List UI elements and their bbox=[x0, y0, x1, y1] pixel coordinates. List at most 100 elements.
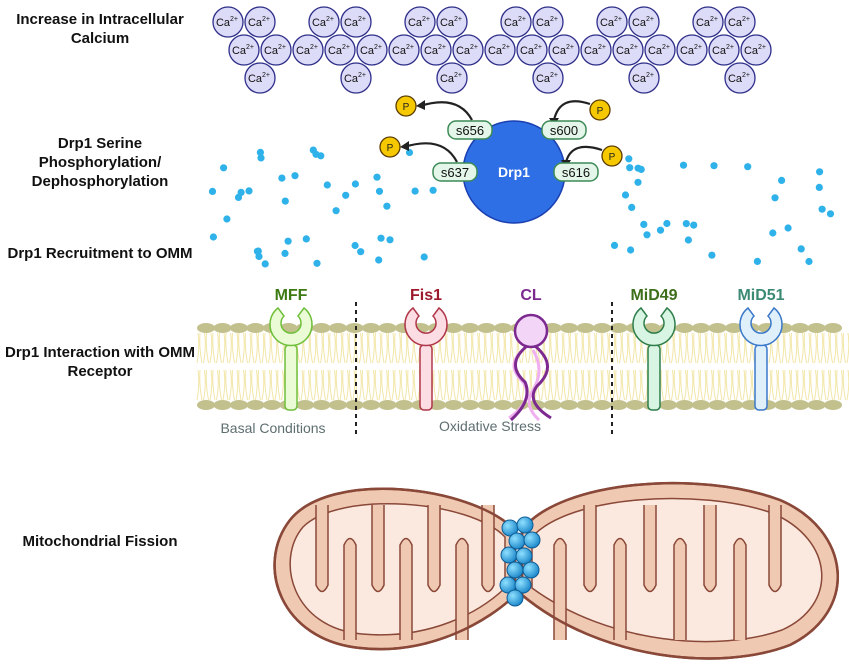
drp1-cytosolic-dots bbox=[208, 146, 835, 268]
lipid-tail bbox=[606, 332, 612, 401]
lipid-tail bbox=[833, 332, 840, 401]
lipid-tail bbox=[255, 332, 261, 401]
lipid-tail bbox=[307, 332, 313, 401]
drp1-dot bbox=[634, 178, 642, 186]
lipid-tail bbox=[710, 332, 716, 401]
step-label-fission: Mitochondrial Fission bbox=[22, 533, 178, 550]
lipid-tail bbox=[456, 332, 463, 401]
lipid-tail bbox=[768, 332, 775, 401]
calcium-ion-circle bbox=[324, 34, 356, 66]
lipid-tail bbox=[209, 332, 216, 401]
lipid-tail bbox=[261, 332, 268, 401]
calcium-ion: Ca2+ bbox=[340, 6, 372, 38]
lipid-head-outer bbox=[345, 323, 364, 333]
lipid-head-inner bbox=[378, 400, 397, 410]
mitochondrion-outline bbox=[273, 487, 517, 651]
receptor-label: CL bbox=[520, 287, 542, 304]
step-label-recruitment: Drp1 Recruitment to OMM bbox=[7, 245, 193, 262]
phosphate-label: P bbox=[403, 102, 410, 113]
lipid-tail bbox=[359, 332, 365, 401]
arrow-icon bbox=[419, 101, 473, 121]
lipid-tail bbox=[632, 332, 638, 401]
lipid-head-inner bbox=[807, 400, 826, 410]
lipid-head-inner bbox=[213, 400, 232, 410]
drp1-dot bbox=[610, 241, 619, 249]
lipid-head-outer bbox=[362, 323, 380, 333]
drp1-dot bbox=[313, 259, 321, 267]
lipid-tail bbox=[794, 332, 801, 401]
lipid-head-inner bbox=[477, 400, 496, 410]
lipid-head-inner bbox=[444, 400, 463, 410]
drp1-dot bbox=[323, 181, 331, 189]
lipid-tail bbox=[775, 332, 781, 401]
receptor-stem bbox=[419, 344, 433, 411]
lipid-tail bbox=[495, 332, 502, 401]
lipid-tail bbox=[437, 332, 443, 401]
drp1-dot bbox=[342, 191, 350, 199]
step-label-calcium: Increase in Intracellular Calcium bbox=[16, 11, 184, 47]
lipid-head-outer bbox=[230, 323, 248, 333]
lipid-head-outer bbox=[675, 323, 694, 333]
arrowhead-icon bbox=[400, 141, 409, 151]
site-pill bbox=[541, 120, 587, 140]
calcium-ion-circle bbox=[420, 34, 452, 66]
drp1-dot bbox=[411, 187, 419, 195]
calcium-ion-circle bbox=[596, 6, 628, 38]
lipid-tail bbox=[313, 332, 320, 401]
calcium-charge: 2+ bbox=[646, 16, 654, 23]
calcium-ion: Ca2+ bbox=[548, 34, 580, 66]
calcium-charge: 2+ bbox=[342, 44, 350, 51]
lipid-tail bbox=[619, 332, 625, 401]
lipid-head-outer bbox=[494, 323, 512, 333]
drp1-oligomer-sphere bbox=[522, 561, 540, 579]
arrowhead-icon bbox=[416, 100, 425, 110]
drp1-dot bbox=[628, 203, 636, 211]
phosphate-circle bbox=[601, 145, 623, 167]
lipid-head-inner bbox=[362, 400, 380, 410]
drp1-dot bbox=[332, 207, 340, 215]
crista bbox=[703, 505, 717, 593]
calcium-ion-circle bbox=[452, 34, 484, 66]
lipid-tail bbox=[560, 332, 567, 401]
crista bbox=[481, 505, 495, 593]
calcium-ion: Ca2+ bbox=[484, 34, 516, 66]
calcium-charge: 2+ bbox=[358, 72, 366, 79]
mitochondrion bbox=[273, 481, 839, 660]
lipid-tail bbox=[781, 332, 788, 401]
calcium-ion-circle bbox=[724, 62, 756, 94]
calcium-ion-circle bbox=[340, 62, 372, 94]
lipid-tail bbox=[638, 332, 645, 401]
lipid-tail bbox=[508, 332, 515, 401]
receptor-stem bbox=[647, 344, 661, 411]
lipid-tail bbox=[827, 332, 833, 401]
drp1-dot bbox=[818, 205, 826, 213]
site-pill bbox=[447, 120, 493, 140]
arrow-icon bbox=[552, 100, 591, 121]
lipid-head-inner bbox=[329, 400, 347, 410]
lipid-head-outer bbox=[477, 323, 496, 333]
crista bbox=[673, 537, 687, 640]
drp1-dot bbox=[744, 163, 752, 171]
calcium-charge: 2+ bbox=[598, 44, 606, 51]
lipid-head-outer bbox=[725, 323, 743, 333]
receptor-mid49: MiD49 bbox=[630, 287, 678, 411]
calcium-ion: Ca2+ bbox=[340, 62, 372, 94]
lipid-tail bbox=[586, 332, 593, 401]
drp1-dot bbox=[805, 257, 813, 266]
crista bbox=[613, 537, 627, 640]
calcium-ion: Ca2+ bbox=[228, 34, 260, 66]
calcium-charge: 2+ bbox=[438, 44, 446, 51]
lipid-head-inner bbox=[659, 400, 677, 410]
calcium-ion: Ca2+ bbox=[436, 6, 468, 38]
drp1-dot bbox=[815, 183, 823, 191]
calcium-ion-circle bbox=[708, 34, 740, 66]
calcium-ion-circle bbox=[644, 34, 676, 66]
drp1-dot bbox=[778, 176, 786, 184]
calcium-ion: Ca2+ bbox=[356, 34, 388, 66]
calcium-charge: 2+ bbox=[566, 44, 574, 51]
calcium-charge: 2+ bbox=[454, 16, 462, 23]
receptor-binding-cup bbox=[632, 306, 676, 347]
lipid-tail bbox=[502, 332, 508, 401]
lipid-head-outer bbox=[246, 323, 265, 333]
drp1-dot bbox=[377, 234, 385, 242]
